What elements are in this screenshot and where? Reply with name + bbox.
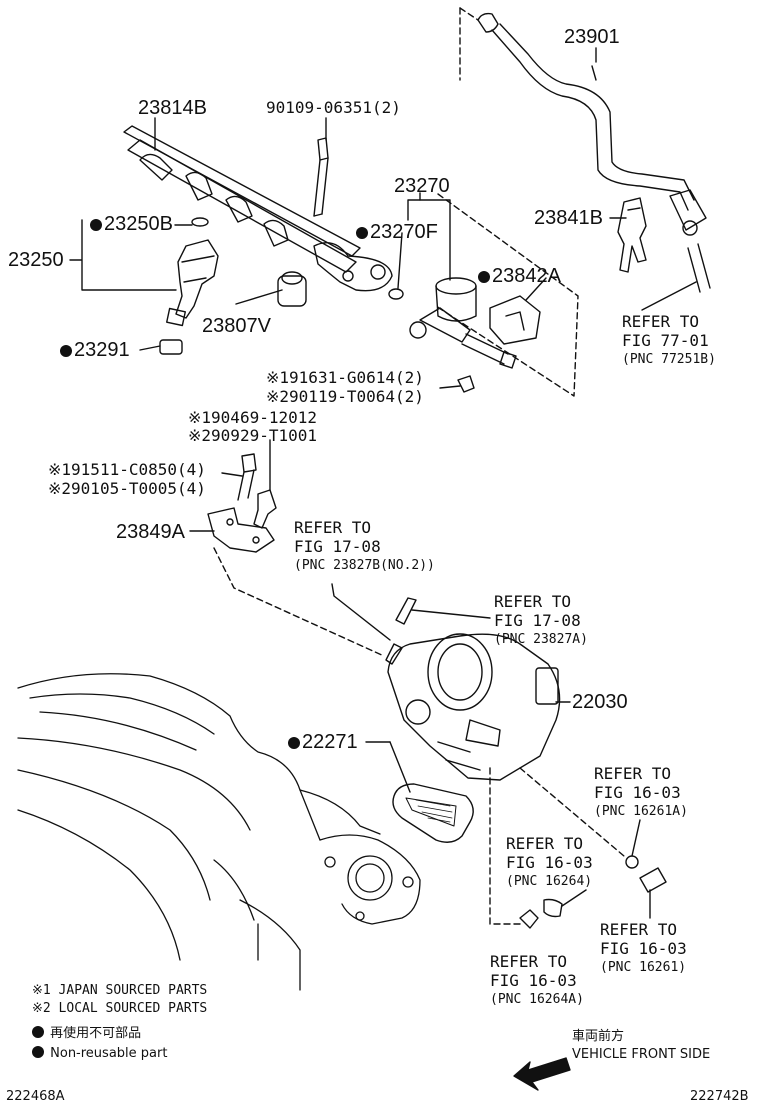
refer-line1: REFER TO bbox=[294, 518, 372, 537]
clip-90469 bbox=[253, 489, 277, 529]
refer-pnc: (PNC 16261A) bbox=[594, 804, 688, 819]
refer-line2: FIG 17-08 bbox=[294, 537, 381, 556]
front-arrow-icon bbox=[513, 1057, 571, 1091]
refer-pnc: (PNC 23827B(NO.2)) bbox=[294, 558, 435, 573]
refer-block-6: REFER TO FIG 16-03 (PNC 16261) bbox=[600, 920, 687, 975]
label-23814B: 23814B bbox=[138, 97, 207, 119]
label-23250: 23250 bbox=[8, 249, 64, 271]
label-23270: 23270 bbox=[394, 175, 450, 197]
legend-japan: ※1 JAPAN SOURCED PARTS bbox=[32, 983, 208, 998]
figure-code-left: 222468A bbox=[6, 1089, 65, 1104]
legend-local: ※2 LOCAL SOURCED PARTS bbox=[32, 1001, 208, 1016]
non-reusable-dot-icon bbox=[288, 737, 300, 749]
gasket-22271 bbox=[392, 783, 474, 843]
direction-en: VEHICLE FRONT SIDE bbox=[572, 1047, 711, 1062]
bolt-91511 bbox=[237, 453, 257, 501]
label-23270F: 23270F bbox=[356, 222, 438, 242]
label-90119: ※290119-T0064(2) bbox=[266, 387, 424, 406]
fuel-hose-23901 bbox=[477, 12, 707, 236]
seal-23291 bbox=[159, 339, 183, 355]
throttle-body-22030 bbox=[387, 633, 561, 781]
direction-jp: 車両前方 bbox=[572, 1029, 625, 1044]
refer-line1: REFER TO bbox=[506, 834, 584, 853]
refer-block-2: REFER TO FIG 17-08 (PNC 23827B(NO.2)) bbox=[294, 518, 435, 573]
insulator-23807V bbox=[277, 271, 307, 307]
cushion-23842A bbox=[489, 295, 541, 345]
non-reusable-dot-icon bbox=[478, 271, 490, 283]
refer-pnc: (PNC 16264) bbox=[506, 874, 593, 889]
label-23842A: 23842A bbox=[478, 266, 561, 286]
intake-manifold bbox=[17, 673, 421, 991]
injector-23250 bbox=[166, 217, 219, 327]
refer-line2: FIG 16-03 bbox=[600, 939, 687, 958]
label-91631: ※191631-G0614(2) bbox=[266, 368, 424, 387]
label-23250B: 23250B bbox=[90, 214, 173, 234]
refer-block-3: REFER TO FIG 17-08 (PNC 23827A) bbox=[494, 592, 588, 647]
refer-line2: FIG 77-01 bbox=[622, 331, 709, 350]
clip-23841B bbox=[617, 197, 647, 273]
label-23291: 23291 bbox=[60, 340, 130, 360]
refer-block-7: REFER TO FIG 16-03 (PNC 16264A) bbox=[490, 952, 584, 1007]
label-23841B: 23841B bbox=[534, 207, 603, 229]
o-ring-23270F bbox=[388, 288, 404, 300]
refer-pnc: (PNC 77251B) bbox=[622, 352, 716, 367]
non-reusable-dot-icon bbox=[32, 1026, 44, 1038]
fuel-delivery-pipe-23814B bbox=[123, 125, 393, 292]
bolt-90109 bbox=[313, 137, 329, 217]
label-23849A: 23849A bbox=[116, 521, 185, 543]
label-22271: 22271 bbox=[288, 732, 358, 752]
label-91511: ※191511-C0850(4) bbox=[48, 460, 206, 479]
refer-line1: REFER TO bbox=[494, 592, 572, 611]
refer-pnc: (PNC 16261) bbox=[600, 960, 687, 975]
label-22030: 22030 bbox=[572, 691, 628, 713]
label-23807V: 23807V bbox=[202, 315, 271, 337]
label-23901: 23901 bbox=[564, 26, 620, 48]
refer-pnc: (PNC 23827A) bbox=[494, 632, 588, 647]
refer-block-4: REFER TO FIG 16-03 (PNC 16261A) bbox=[594, 764, 688, 819]
refer-line1: REFER TO bbox=[600, 920, 678, 939]
figure-code-right: 222742B bbox=[690, 1089, 749, 1104]
bracket-23849A bbox=[207, 507, 275, 553]
refer-line2: FIG 16-03 bbox=[490, 971, 577, 990]
refer-block-1: REFER TO FIG 77-01 (PNC 77251B) bbox=[622, 312, 716, 367]
refer-line2: FIG 16-03 bbox=[506, 853, 593, 872]
non-reusable-dot-icon bbox=[32, 1046, 44, 1058]
pressure-regulator-23270 bbox=[409, 277, 517, 369]
non-reusable-dot-icon bbox=[90, 219, 102, 231]
label-90469: ※190469-12012 bbox=[188, 408, 317, 427]
refer-line1: REFER TO bbox=[490, 952, 568, 971]
non-reusable-dot-icon bbox=[356, 227, 368, 239]
legend-nonreusable-en: Non-reusable part bbox=[32, 1046, 167, 1060]
refer-line2: FIG 17-08 bbox=[494, 611, 581, 630]
label-90105: ※290105-T0005(4) bbox=[48, 479, 206, 498]
refer-line2: FIG 16-03 bbox=[594, 783, 681, 802]
label-90929: ※290929-T1001 bbox=[188, 426, 317, 445]
refer-line1: REFER TO bbox=[594, 764, 672, 783]
refer-block-5: REFER TO FIG 16-03 (PNC 16264) bbox=[506, 834, 593, 889]
refer-pnc: (PNC 16264A) bbox=[490, 992, 584, 1007]
legend-nonreusable-jp: 再使用不可部品 bbox=[32, 1026, 141, 1040]
refer-line1: REFER TO bbox=[622, 312, 700, 331]
label-90109: 90109-06351(2) bbox=[266, 98, 401, 117]
non-reusable-dot-icon bbox=[60, 345, 72, 357]
